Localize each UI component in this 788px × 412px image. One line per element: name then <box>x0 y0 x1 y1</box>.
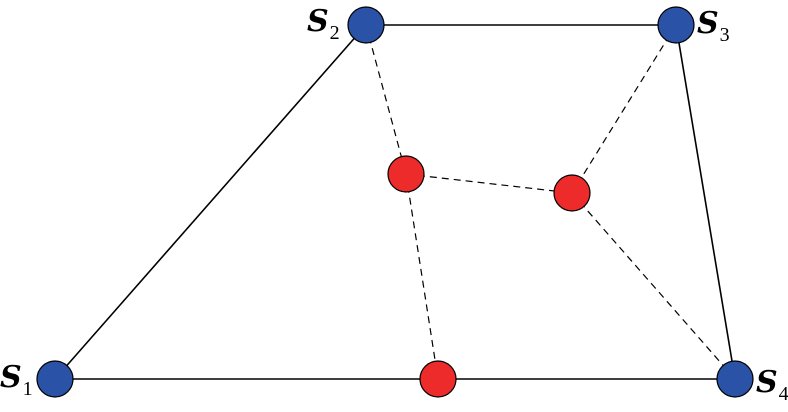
node-labels: S1 S2 S3 S4 <box>0 4 788 405</box>
label-s1-main: S <box>0 360 22 395</box>
edge-s3-steiner-b <box>571 24 677 194</box>
edge-steiner-a-steiner-b <box>405 173 573 194</box>
label-s2-sub: 2 <box>330 22 340 44</box>
label-s3: S3 <box>697 6 730 46</box>
terminal-node-s3 <box>657 6 695 44</box>
steiner-node-b <box>553 174 591 212</box>
label-s3-main: S <box>697 6 719 41</box>
label-s3-sub: 3 <box>720 24 730 46</box>
dashed-edges <box>365 24 736 380</box>
terminal-node-s2 <box>347 6 385 44</box>
steiner-node-a <box>387 155 425 193</box>
nodes <box>36 6 754 398</box>
edge-s1-s2 <box>54 24 367 380</box>
edge-s2-steiner-a <box>365 24 407 175</box>
label-s1: S1 <box>0 360 33 400</box>
label-s4: S4 <box>756 365 788 405</box>
label-s2: S2 <box>307 4 340 44</box>
terminal-node-s1 <box>36 360 74 398</box>
steiner-node-c <box>419 360 457 398</box>
label-s4-main: S <box>756 365 778 400</box>
edge-steiner-b-s4 <box>571 192 736 380</box>
edge-steiner-a-steiner-c <box>405 173 439 380</box>
solid-edges <box>54 24 736 380</box>
terminal-node-s4 <box>716 360 754 398</box>
label-s1-sub: 1 <box>23 378 33 400</box>
label-s4-sub: 4 <box>779 383 788 405</box>
label-s2-main: S <box>307 4 329 39</box>
edge-s3-s4 <box>675 24 736 380</box>
